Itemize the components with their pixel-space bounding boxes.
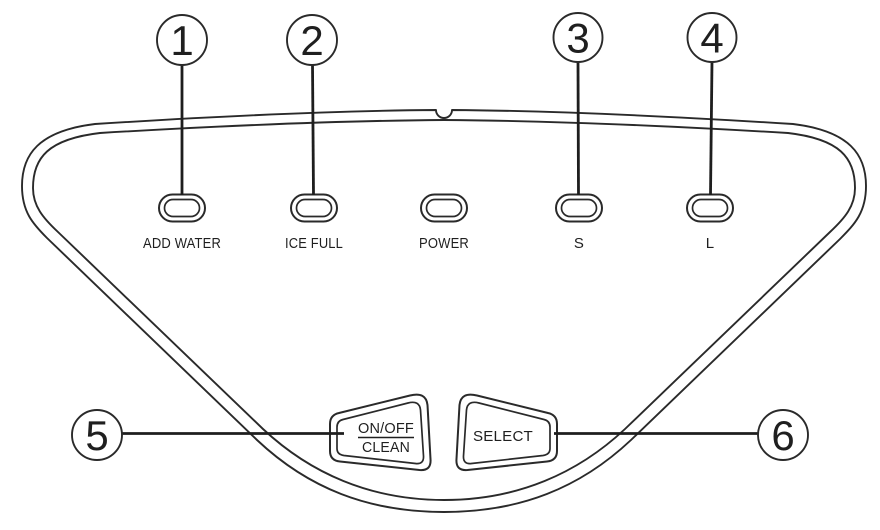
callout-5: 5 xyxy=(71,409,123,461)
leader-line-3 xyxy=(576,61,580,196)
l-label: L xyxy=(706,235,715,252)
panel-outer-edge xyxy=(21,109,867,513)
indicator-add-water: ADD WATER xyxy=(143,193,221,252)
panel-inner-edge xyxy=(32,119,856,501)
indicator-power: POWER xyxy=(419,193,469,252)
callout-2: 2 xyxy=(286,14,338,66)
s-label: S xyxy=(574,235,584,252)
leader-line-4 xyxy=(709,61,714,196)
callout-3-number: 3 xyxy=(566,15,589,62)
clean-label: CLEAN xyxy=(362,439,410,456)
on-off-clean-button[interactable]: ON/OFF CLEAN xyxy=(329,393,432,472)
callout-leader-lines xyxy=(121,61,759,435)
callout-3: 3 xyxy=(552,12,604,63)
panel-outline xyxy=(21,109,867,513)
callout-1: 1 xyxy=(156,14,208,66)
indicator-l: L xyxy=(686,193,734,252)
callout-4: 4 xyxy=(686,12,738,63)
callout-2-number: 2 xyxy=(300,17,323,64)
indicator-ice-full: ICE FULL xyxy=(285,193,343,252)
callout-6: 6 xyxy=(757,409,809,461)
callout-6-number: 6 xyxy=(771,412,794,459)
add-water-label: ADD WATER xyxy=(143,235,221,252)
indicator-s: S xyxy=(555,193,603,252)
select-label: SELECT xyxy=(473,428,533,445)
select-button[interactable]: SELECT xyxy=(455,393,558,472)
power-label: POWER xyxy=(419,235,469,252)
callout-5-number: 5 xyxy=(85,412,108,459)
callout-4-number: 4 xyxy=(700,15,723,62)
callout-1-number: 1 xyxy=(170,17,193,64)
leader-line-2 xyxy=(311,63,315,196)
ice-full-label: ICE FULL xyxy=(285,235,343,252)
on-off-label: ON/OFF xyxy=(358,420,414,437)
